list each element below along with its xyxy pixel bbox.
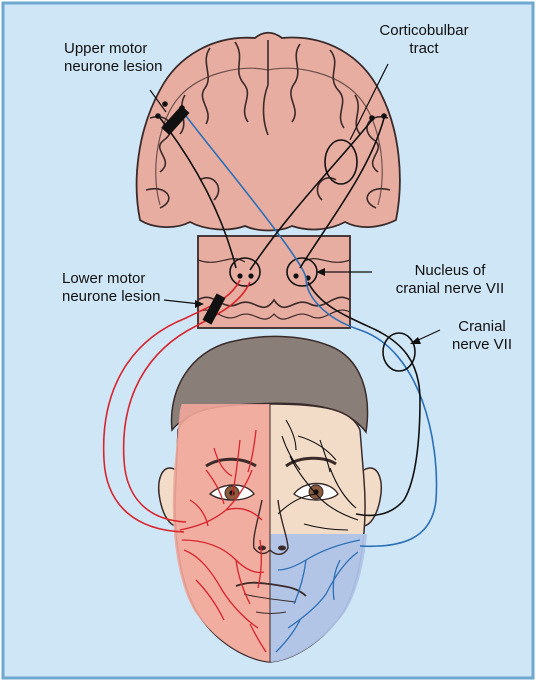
upper-lesion-line2: neurone lesion xyxy=(64,58,162,76)
nucleus-line2: cranial nerve VII xyxy=(380,280,520,298)
tract-line1: Corticobulbar xyxy=(368,22,480,40)
lower-lesion-line2: neurone lesion xyxy=(62,288,160,306)
brainstem-section xyxy=(198,236,350,328)
lower-lesion-label: Lower motor neurone lesion xyxy=(62,270,160,306)
nucleus-line1: Nucleus of xyxy=(380,262,520,280)
tract-label: Corticobulbar tract xyxy=(368,22,480,58)
lower-lesion-line1: Lower motor xyxy=(62,270,160,288)
nerve-line2: nerve VII xyxy=(440,336,524,354)
upper-lesion-label: Upper motor neurone lesion xyxy=(64,40,162,76)
nerve-line1: Cranial xyxy=(440,318,524,336)
tract-line2: tract xyxy=(368,40,480,58)
upper-lesion-line1: Upper motor xyxy=(64,40,162,58)
nerve-label: Cranial nerve VII xyxy=(440,318,524,354)
nucleus-label: Nucleus of cranial nerve VII xyxy=(380,262,520,298)
